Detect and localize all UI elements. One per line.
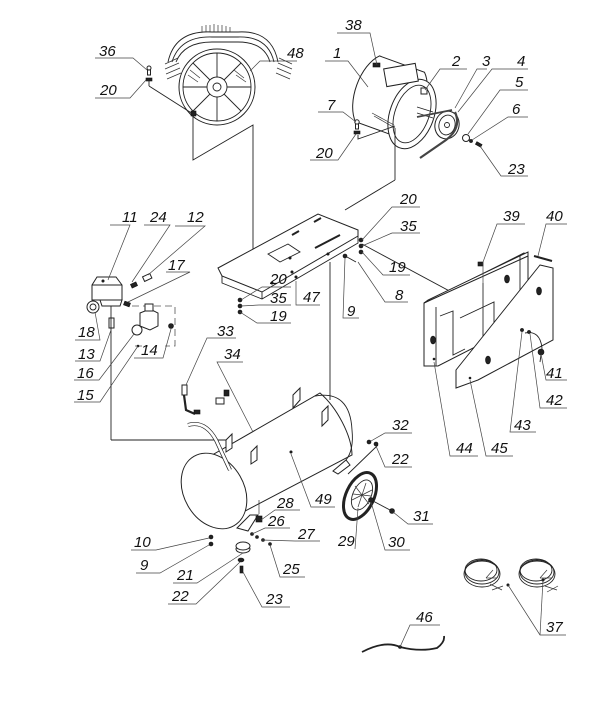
- callout-19: 19: [389, 259, 406, 276]
- wheel: [341, 444, 395, 521]
- callout-23: 23: [507, 161, 525, 178]
- callout-15: 15: [77, 387, 94, 404]
- callout-35: 35: [270, 290, 287, 307]
- callout-45: 45: [491, 440, 508, 457]
- callout-42: 42: [546, 392, 563, 409]
- callout-14: 14: [141, 342, 158, 359]
- callout-1: 1: [333, 45, 341, 62]
- callout-34: 34: [224, 346, 241, 363]
- callout-12: 12: [187, 209, 204, 226]
- callout-9: 9: [347, 303, 356, 320]
- callout-labels: 36 20 48 38 1 2 3 4 5 6 23 7 20 11 24 12…: [77, 17, 563, 636]
- callout-26: 26: [267, 513, 285, 530]
- cable: [361, 635, 446, 653]
- callout-16: 16: [77, 365, 94, 382]
- callout-28: 28: [276, 495, 294, 512]
- callout-20: 20: [399, 191, 417, 208]
- callout-27: 27: [297, 526, 315, 543]
- callout-22: 22: [391, 451, 409, 468]
- callout-10: 10: [134, 534, 151, 551]
- callout-3: 3: [482, 53, 491, 70]
- callout-43: 43: [514, 417, 531, 434]
- callout-19: 19: [270, 308, 287, 325]
- electric-motor: [352, 55, 437, 150]
- callout-48: 48: [287, 45, 304, 62]
- callout-13: 13: [78, 346, 95, 363]
- callout-47: 47: [303, 289, 320, 306]
- callout-2: 2: [451, 53, 461, 70]
- callout-39: 39: [503, 208, 520, 225]
- callout-29: 29: [337, 533, 355, 550]
- callout-30: 30: [388, 534, 405, 551]
- callout-20: 20: [269, 271, 287, 288]
- callout-40: 40: [546, 208, 563, 225]
- callout-49: 49: [315, 491, 332, 508]
- callout-46: 46: [416, 609, 433, 626]
- callout-11: 11: [122, 209, 138, 226]
- pump-bolt: [145, 65, 194, 115]
- callout-20: 20: [99, 82, 117, 99]
- callout-5: 5: [515, 74, 524, 91]
- callout-32: 32: [392, 417, 409, 434]
- belt-guard: [423, 251, 554, 389]
- callout-24: 24: [149, 209, 167, 226]
- callout-36: 36: [99, 43, 116, 60]
- callout-18: 18: [78, 324, 95, 341]
- callout-7: 7: [327, 97, 336, 114]
- callout-44: 44: [456, 440, 473, 457]
- callout-17: 17: [168, 257, 185, 274]
- callout-41: 41: [546, 365, 563, 382]
- callout-9: 9: [140, 557, 149, 574]
- air-tank: [180, 386, 353, 532]
- callout-38: 38: [345, 17, 362, 34]
- callout-4: 4: [517, 53, 525, 70]
- callout-8: 8: [395, 287, 404, 304]
- callout-25: 25: [282, 561, 300, 578]
- callout-37: 37: [546, 619, 563, 636]
- callout-33: 33: [217, 323, 234, 340]
- leader-lines: [74, 32, 567, 648]
- callout-21: 21: [176, 567, 194, 584]
- hose-coils: [463, 558, 559, 593]
- mounting-plate: [217, 213, 359, 300]
- callout-31: 31: [413, 508, 430, 525]
- pressure-switch-assembly: [86, 272, 176, 440]
- callout-23: 23: [265, 591, 283, 608]
- callout-35: 35: [400, 218, 417, 235]
- callout-20: 20: [315, 145, 333, 162]
- compressor-pump-head: [164, 24, 293, 126]
- callout-6: 6: [512, 101, 521, 118]
- callout-22: 22: [171, 588, 189, 605]
